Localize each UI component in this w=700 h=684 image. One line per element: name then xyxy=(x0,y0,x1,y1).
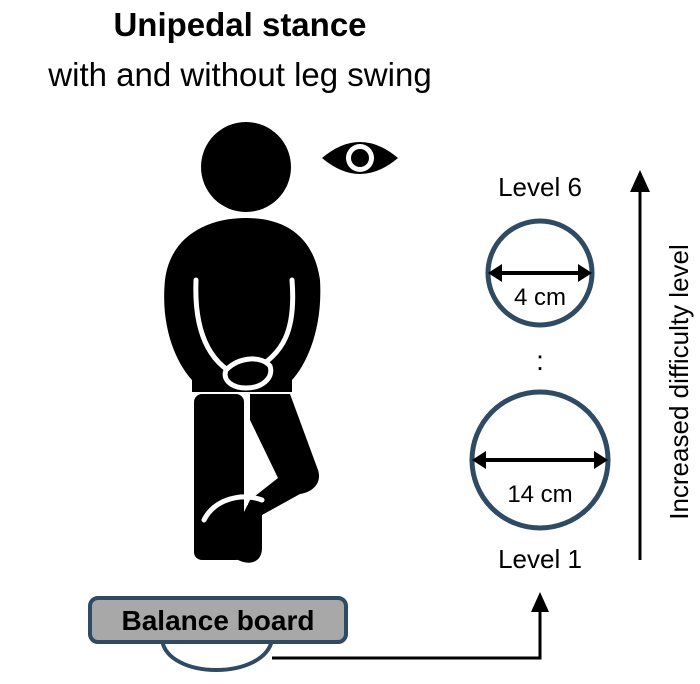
level-1-label: Level 1 xyxy=(498,544,582,574)
difficulty-arrow xyxy=(630,170,650,560)
level-6-label: Level 6 xyxy=(498,172,582,202)
balance-board-label: Balance board xyxy=(122,605,315,636)
level-1-diameter: 14 cm xyxy=(507,481,572,508)
eye-icon xyxy=(322,142,398,174)
diagram-title: Unipedal stance xyxy=(113,6,367,43)
level-6-disk xyxy=(485,218,595,328)
board-to-levels-arrow xyxy=(272,592,549,660)
balance-board xyxy=(88,596,348,672)
level-1-disk xyxy=(469,389,611,531)
diagram-subtitle: with and without leg swing xyxy=(48,56,432,93)
level-ellipsis: : xyxy=(536,345,544,376)
standing-person-icon xyxy=(164,122,321,563)
difficulty-axis-label: Increased difficulty level xyxy=(664,244,694,520)
level-6-diameter: 4 cm xyxy=(514,284,566,311)
